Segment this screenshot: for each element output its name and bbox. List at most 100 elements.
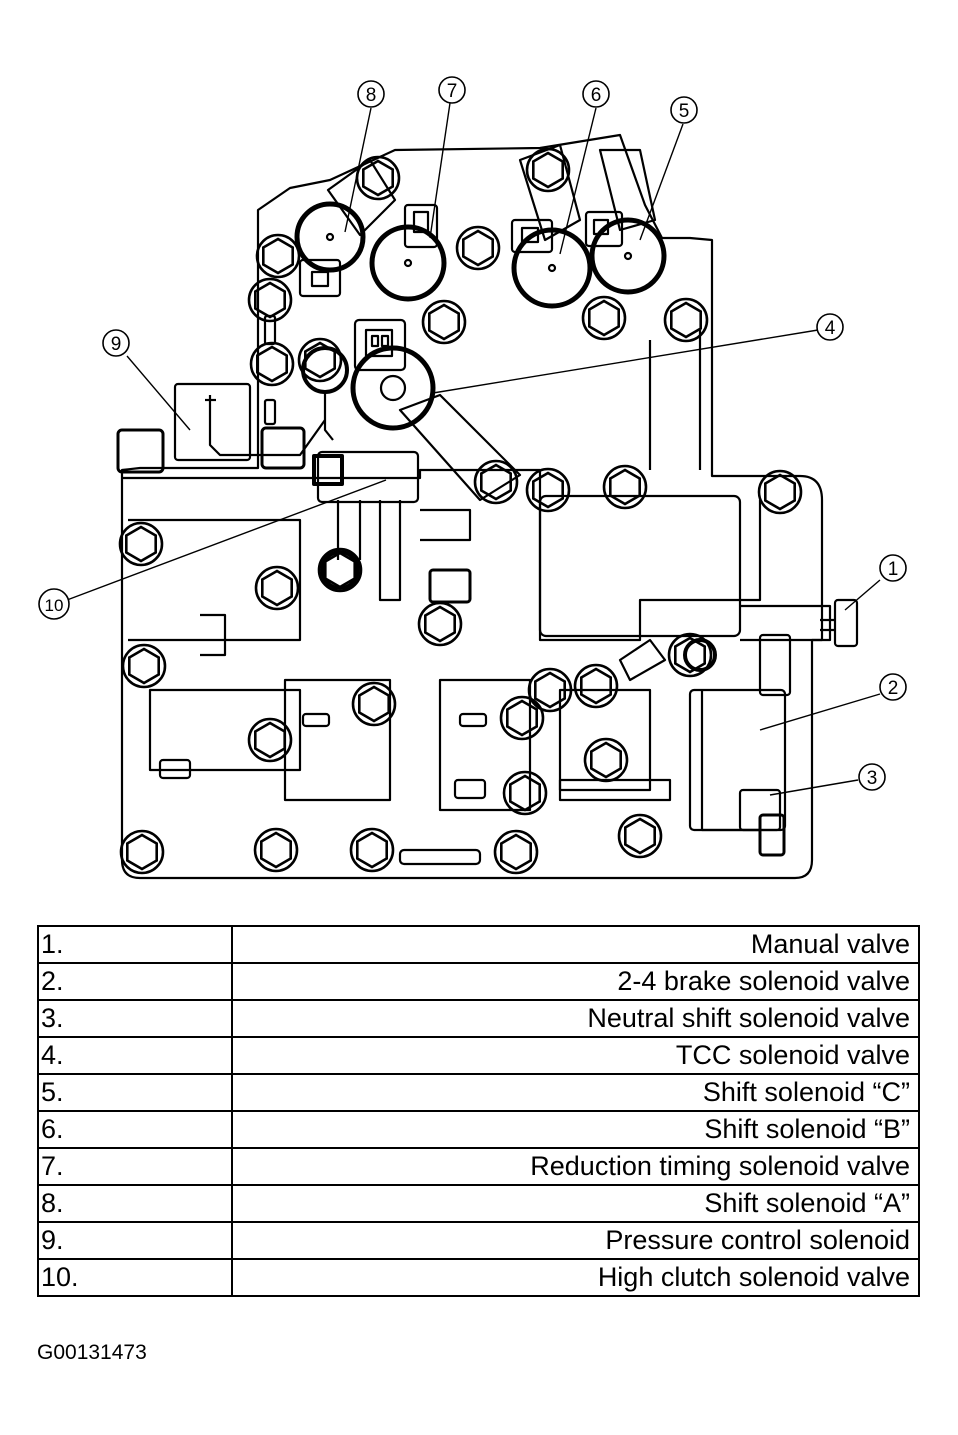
leader-4 [432,329,819,394]
bolt [502,770,548,816]
legend-description: Shift solenoid “A” [231,1184,920,1223]
callout-8: 8 [357,80,385,108]
callout-6: 6 [582,80,610,108]
leader-6 [559,107,597,255]
bolt [297,337,343,383]
callout-7: 7 [438,76,466,104]
bolt [255,233,301,279]
manual-valve [740,598,859,648]
bolt [121,643,167,689]
legend-number: 3. [37,999,233,1038]
bolt [663,297,709,343]
slot-7 [263,398,277,426]
bolt [757,469,803,515]
channel-3 [438,678,532,812]
bolt [667,632,713,678]
svg-text:1: 1 [888,559,899,580]
legend-number: 10. [37,1258,233,1297]
callout-5: 5 [670,96,698,124]
legend-description: Neutral shift solenoid valve [231,999,920,1038]
right-channel [648,330,702,470]
legend-row: 1.Manual valve [37,925,920,964]
channel-2 [283,678,392,802]
sub-plate [128,518,302,642]
leader-10 [66,479,387,601]
bolt [247,277,293,323]
legend-row: 7.Reduction timing solenoid valve [37,1147,920,1186]
leader-7 [429,102,451,239]
bolt [493,829,539,875]
u-channel [200,613,227,657]
leader-5 [639,123,684,241]
bolt [473,459,519,505]
legend-description: High clutch solenoid valve [231,1258,920,1297]
svg-text:9: 9 [111,334,122,355]
bolt [525,147,571,193]
svg-text:8: 8 [366,85,377,106]
bolt [247,717,293,763]
slot-3 [453,778,487,800]
legend-row: 5.Shift solenoid “C” [37,1073,920,1112]
legend-row: 4.TCC solenoid valve [37,1036,920,1075]
channel-1 [148,688,302,772]
solenoid-6 [510,143,593,309]
slot-5 [398,848,482,866]
figure-id: G00131473 [37,1341,147,1364]
bolt [527,667,573,713]
solenoid-7 [369,203,447,302]
bolt [525,467,571,513]
solenoid-8 [294,158,397,298]
slot-2 [301,712,331,728]
leader-9 [126,355,191,431]
legend-number: 5. [37,1073,233,1112]
legend-row: 10.High clutch solenoid valve [37,1258,920,1297]
legend-description: TCC solenoid valve [231,1036,920,1075]
legend-number: 2. [37,962,233,1001]
legend-row: 8.Shift solenoid “A” [37,1184,920,1223]
bolt [581,295,627,341]
legend-number: 1. [37,925,233,964]
svg-text:6: 6 [591,85,602,106]
legend-description: Shift solenoid “C” [231,1073,920,1112]
bolt [499,695,545,741]
bolt [254,565,300,611]
leader-1 [844,579,881,611]
slot-4 [458,712,488,728]
legend-row: 9.Pressure control solenoid [37,1221,920,1260]
legend-row: 3.Neutral shift solenoid valve [37,999,920,1038]
legend-number: 8. [37,1184,233,1223]
solenoid-2-3 [558,633,792,857]
svg-text:3: 3 [867,768,878,789]
legend-description: 2-4 brake solenoid valve [231,962,920,1001]
bolt [118,521,164,567]
legend-number: 4. [37,1036,233,1075]
leader-8 [344,107,372,233]
solenoid-10 [312,450,472,604]
bolt [249,341,295,387]
svg-text:4: 4 [825,318,836,339]
bolt [602,464,648,510]
callout-2: 2 [879,673,907,701]
legend-row: 6.Shift solenoid “B” [37,1110,920,1149]
bolt [349,827,395,873]
leader-2 [759,693,881,731]
valve-body-outline [120,133,824,880]
callout-3: 3 [858,763,886,791]
bolt [421,299,467,345]
bolt [253,827,299,873]
solenoid-9 [116,382,326,474]
upper-plate [122,468,762,642]
solenoid-4 [301,318,522,502]
legend-number: 7. [37,1147,233,1186]
svg-text:2: 2 [888,678,899,699]
callout-1: 1 [879,554,907,582]
callout-10: 10 [38,588,70,620]
leader-3 [769,779,859,796]
valve-body-diagram: 1 2 3 4 5 6 7 8 9 10 [38,76,907,880]
bolt [417,601,463,647]
bolt [355,155,401,201]
legend-description: Reduction timing solenoid valve [231,1147,920,1186]
slot-1 [158,758,192,780]
bolt [317,547,363,593]
